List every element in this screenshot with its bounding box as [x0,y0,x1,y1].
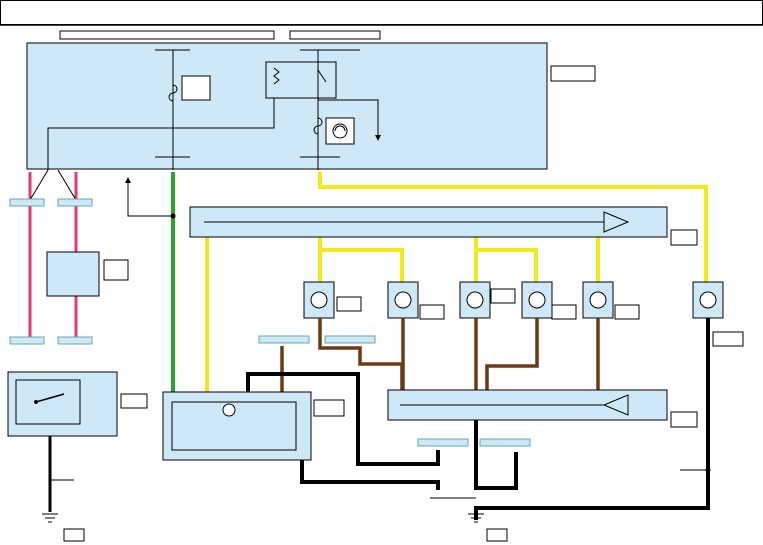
switch-box [7,371,148,437]
header-label-2 [289,30,381,40]
ground-left [42,436,85,542]
lamp-2 [387,281,445,320]
lamp-6 [692,281,744,347]
relay-block [265,61,337,99]
upper-bus [189,206,698,246]
mid-connector-1 [258,335,310,344]
ground-right [468,513,508,542]
header-label-1 [59,30,275,40]
bottom-connector-1 [417,438,469,447]
relay-box [162,391,345,461]
title-bar [0,0,763,25]
lamp-1 [303,281,362,319]
brown-wires [280,318,600,392]
left-connector-tags [9,198,93,345]
lower-bus [387,389,698,428]
yellow-wires [205,172,708,392]
flasher-icon [325,117,355,145]
lamp-4 [521,281,577,320]
left-box [46,251,129,297]
bottom-connector-2 [479,438,531,447]
lamp-row [303,281,744,347]
lamp-3 [459,281,516,319]
mid-connector-2 [324,335,376,344]
fuse-box-tag [181,75,211,101]
lamp-5 [582,281,640,320]
main-module [26,42,596,170]
main-module-tag [550,65,596,82]
